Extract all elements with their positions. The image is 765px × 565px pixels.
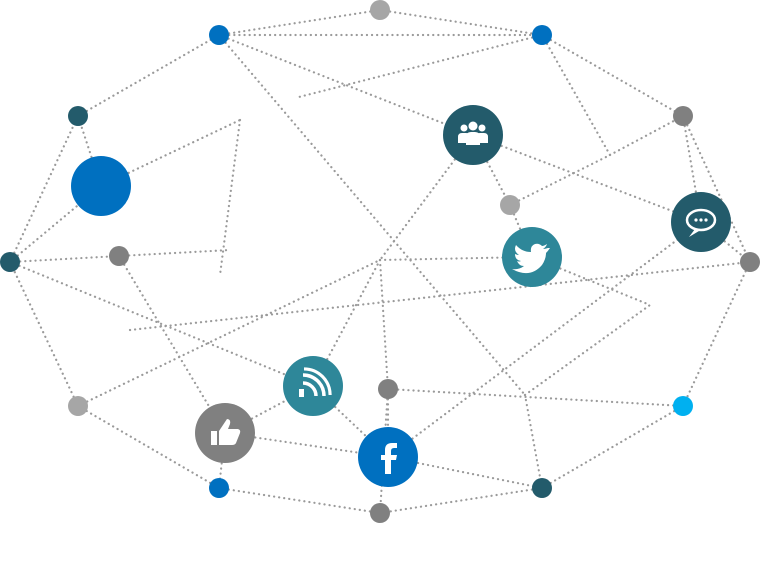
network-node bbox=[673, 106, 693, 126]
node-circle bbox=[209, 478, 229, 498]
twitter-bird-icon bbox=[512, 243, 550, 274]
network-node bbox=[109, 246, 129, 266]
network-node bbox=[71, 156, 131, 216]
node-circle bbox=[370, 503, 390, 523]
edge bbox=[76, 33, 221, 118]
network-node bbox=[209, 478, 229, 498]
facebook-icon bbox=[381, 443, 397, 474]
network-node bbox=[0, 252, 20, 272]
edge bbox=[378, 8, 544, 37]
edge bbox=[378, 486, 544, 515]
edge bbox=[540, 33, 685, 118]
edge bbox=[523, 393, 544, 490]
edge bbox=[76, 404, 221, 490]
rss-feed-icon bbox=[299, 367, 332, 397]
edge bbox=[378, 258, 390, 391]
chat-bubble-icon bbox=[685, 208, 717, 237]
edge bbox=[217, 33, 527, 397]
network-node bbox=[209, 25, 229, 45]
edge bbox=[8, 114, 80, 264]
node-circle bbox=[740, 252, 760, 272]
node-circle bbox=[109, 246, 129, 266]
node-circle bbox=[378, 379, 398, 399]
node-circle bbox=[500, 195, 520, 215]
edge bbox=[311, 258, 382, 388]
twitter-bird-node bbox=[502, 227, 562, 287]
group-node bbox=[443, 105, 503, 165]
node-circle bbox=[209, 25, 229, 45]
edge bbox=[76, 258, 382, 408]
network-node bbox=[532, 25, 552, 45]
network-node bbox=[378, 379, 398, 399]
edge bbox=[117, 248, 232, 258]
network-node bbox=[68, 396, 88, 416]
network-node bbox=[740, 252, 760, 272]
edge bbox=[681, 260, 752, 408]
edge bbox=[540, 33, 612, 157]
edge bbox=[128, 260, 752, 332]
edge bbox=[471, 133, 703, 224]
network-node bbox=[68, 106, 88, 126]
node-circle bbox=[532, 478, 552, 498]
node-circle bbox=[0, 252, 20, 272]
edge bbox=[523, 303, 652, 397]
edge bbox=[8, 260, 80, 408]
node-circle bbox=[71, 156, 131, 216]
network-node bbox=[673, 396, 693, 416]
node-circle bbox=[532, 25, 552, 45]
edge bbox=[76, 114, 103, 188]
edge bbox=[540, 404, 685, 490]
node-circle bbox=[673, 106, 693, 126]
edge bbox=[293, 33, 544, 100]
edge bbox=[218, 118, 242, 277]
network-node bbox=[370, 0, 390, 20]
network-node bbox=[370, 503, 390, 523]
network-node bbox=[532, 478, 552, 498]
node-circle bbox=[671, 192, 731, 252]
edge bbox=[217, 33, 475, 137]
edge bbox=[386, 387, 685, 408]
node-circle bbox=[370, 0, 390, 20]
node-circle bbox=[673, 396, 693, 416]
nodes bbox=[0, 0, 760, 523]
node-circle bbox=[68, 106, 88, 126]
node-circle bbox=[68, 396, 88, 416]
edge bbox=[508, 153, 612, 207]
network-node bbox=[500, 195, 520, 215]
edge bbox=[608, 114, 685, 157]
edge bbox=[471, 133, 512, 207]
edge bbox=[386, 220, 703, 459]
edge bbox=[217, 8, 382, 37]
chat-bubble-node bbox=[671, 192, 731, 252]
thumbs-up-node bbox=[195, 403, 255, 463]
edge bbox=[8, 254, 121, 264]
rss-feed-node bbox=[283, 356, 343, 416]
edge bbox=[8, 184, 103, 264]
edge bbox=[117, 254, 227, 435]
group-icon bbox=[458, 121, 488, 145]
facebook-node bbox=[358, 427, 418, 487]
edge bbox=[8, 260, 315, 388]
thumbs-up-icon bbox=[211, 419, 241, 445]
edge bbox=[217, 486, 382, 515]
